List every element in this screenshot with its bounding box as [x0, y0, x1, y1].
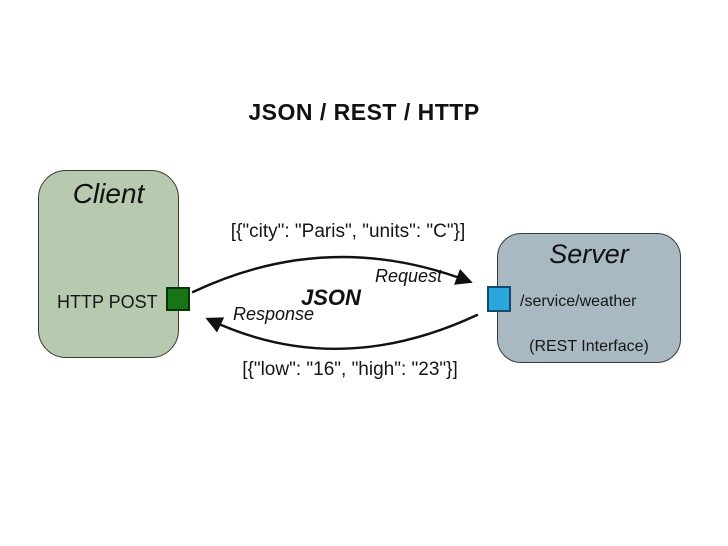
- client-node-title: Client: [72, 178, 145, 209]
- json-format-label: JSON: [301, 285, 361, 310]
- request-payload-text: [{"city": "Paris", "units": "C"}]: [230, 221, 466, 242]
- client-protocol-label: HTTP POST: [57, 292, 158, 312]
- server-node-title: Server: [549, 239, 629, 269]
- server-node: Server /service/weather (REST Interface): [497, 233, 681, 363]
- client-port-icon: [166, 287, 190, 311]
- server-interface-label: (REST Interface): [529, 338, 649, 355]
- client-node: Client HTTP POST: [38, 170, 179, 358]
- server-endpoint-label: /service/weather: [520, 293, 637, 310]
- request-arrow-label: Request: [375, 266, 443, 286]
- response-payload-text: [{"low": "16", "high": "23"}]: [242, 359, 458, 380]
- server-port-icon: [487, 286, 511, 312]
- diagram-title: JSON / REST / HTTP: [248, 99, 480, 125]
